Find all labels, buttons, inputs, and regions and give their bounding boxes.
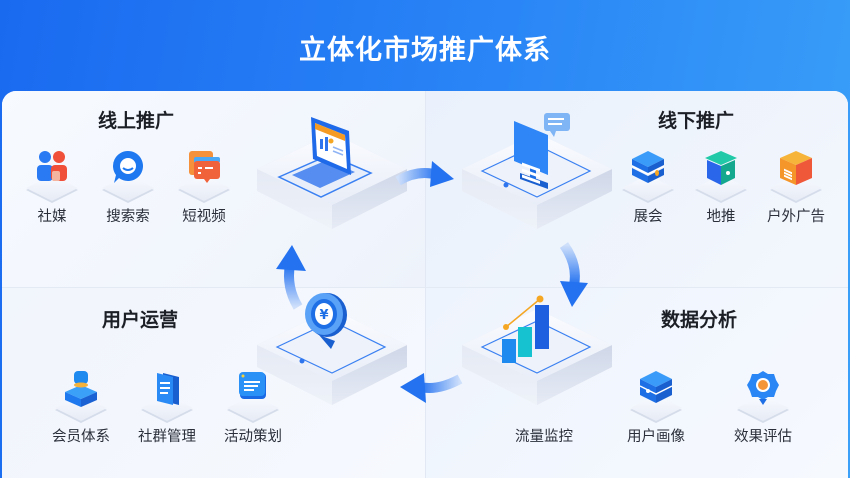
bar-trend-icon: [502, 295, 549, 363]
laptop-chart-icon: [277, 117, 373, 198]
item-effect-evaluation: 效果评估: [723, 369, 803, 446]
item-membership: 会员体系: [41, 369, 121, 446]
item-traffic-monitor: 流量监控: [504, 381, 584, 446]
social-users-icon: [37, 151, 67, 181]
item-social-media: 社媒: [12, 149, 92, 226]
item-community: 社群管理: [127, 369, 207, 446]
item-user-profile: 用户画像: [616, 369, 696, 446]
platform-online: [257, 117, 407, 229]
event-board-icon: [239, 372, 266, 399]
currency-badge-icon: ¥: [305, 293, 347, 349]
member-avatar-icon: [65, 371, 97, 407]
arrow-offline-to-analytics: [559, 242, 588, 307]
item-label: 户外广告: [767, 209, 825, 225]
horizontal-divider: [2, 287, 848, 288]
section-title-offline: 线下推广: [658, 110, 735, 132]
kiosk-display-icon: [514, 113, 570, 189]
section-title-analytics: 数据分析: [661, 309, 738, 331]
evaluation-badge-icon: [747, 371, 779, 405]
platform-offline: [462, 113, 612, 229]
vertical-divider: [425, 91, 426, 478]
search-chat-icon: [113, 151, 143, 183]
expo-stack-icon: [631, 151, 665, 183]
billboard-box-icon: [780, 151, 812, 185]
page-title: 立体化市场推广体系: [299, 35, 551, 66]
section-title-online: 线上推广: [98, 110, 175, 132]
section-title-operations: 用户运营: [102, 309, 179, 331]
arrow-online-to-offline: [395, 161, 454, 187]
svg-text:¥: ¥: [319, 308, 328, 323]
item-short-video: 短视频: [164, 149, 244, 226]
arrow-operations-to-online: [276, 245, 306, 310]
booth-box-icon: [705, 151, 737, 185]
item-label: 短视频: [182, 209, 226, 225]
video-cards-icon: [189, 151, 220, 183]
item-label: 效果评估: [734, 429, 792, 445]
item-label: 社群管理: [138, 429, 196, 445]
item-event-planning: 活动策划: [213, 369, 293, 446]
item-outdoor-ads: 户外广告: [756, 149, 836, 226]
platform-analytics: [462, 295, 612, 405]
item-label: 搜索索: [106, 209, 150, 225]
item-label: 活动策划: [224, 429, 282, 445]
item-label: 地推: [706, 209, 736, 225]
diagram-panel: 线上推广 社媒 搜索索: [2, 91, 848, 478]
item-label: 社媒: [37, 209, 67, 225]
item-ground-promo: 地推: [681, 149, 761, 226]
platform-operations: ¥: [257, 293, 407, 405]
arrow-analytics-to-operations: [400, 373, 463, 403]
item-expo: 展会: [608, 149, 688, 226]
item-label: 展会: [633, 209, 663, 225]
item-label: 用户画像: [627, 429, 685, 445]
item-search: 搜索索: [88, 149, 168, 226]
user-profile-stack-icon: [639, 371, 673, 403]
item-label: 流量监控: [515, 429, 573, 445]
community-book-icon: [157, 373, 179, 405]
item-label: 会员体系: [52, 429, 110, 445]
